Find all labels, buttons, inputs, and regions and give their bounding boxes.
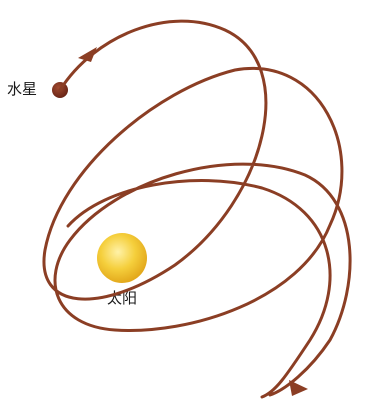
arrowhead-icon — [289, 380, 308, 396]
sun — [97, 233, 147, 283]
orbit-path — [44, 21, 350, 397]
mercury-label: 水星 — [7, 80, 37, 98]
